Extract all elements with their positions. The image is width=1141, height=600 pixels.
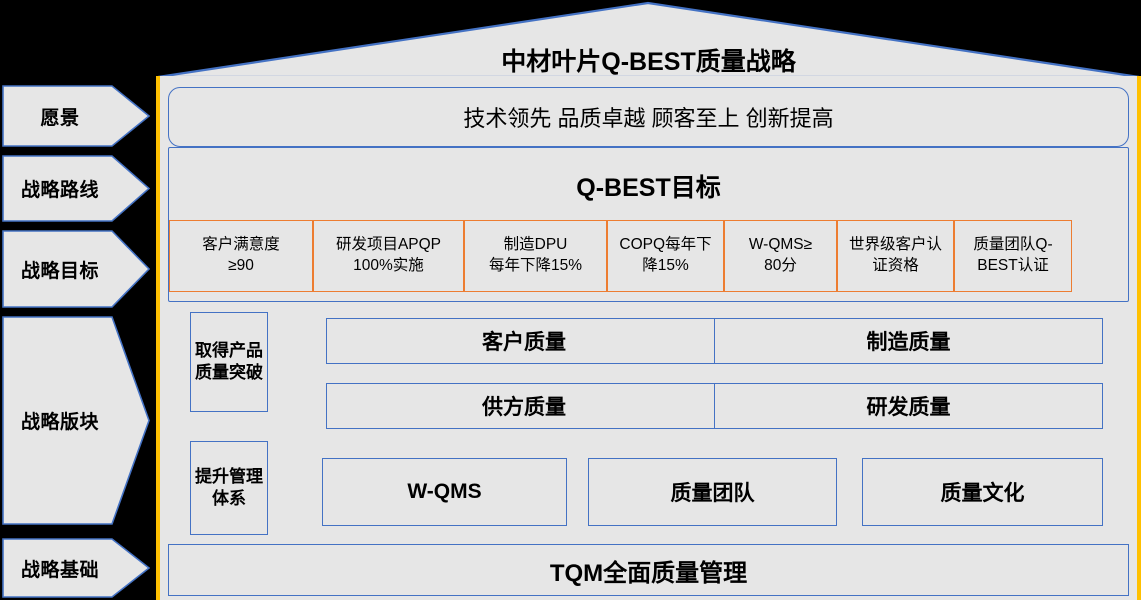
rail-arrow-shape bbox=[2, 155, 150, 222]
block-customer-quality-label: 客户质量 bbox=[482, 331, 566, 354]
goal-cell[interactable]: 质量团队Q-BEST认证 bbox=[954, 220, 1072, 292]
goal-cell-label: 质量团队Q-BEST认证 bbox=[973, 236, 1053, 274]
block-rnd-quality-label: 研发质量 bbox=[866, 396, 951, 419]
block-w-qms[interactable]: W-QMS bbox=[322, 458, 567, 526]
rail-arrow-5[interactable]: 战略基础 bbox=[2, 538, 150, 598]
block-quality-team-label: 质量团队 bbox=[670, 482, 755, 505]
block-customer-quality[interactable]: 客户质量 bbox=[326, 318, 722, 364]
rail-arrow-label: 愿景 bbox=[40, 107, 80, 129]
goals-heading: Q-BEST目标 bbox=[576, 174, 721, 202]
block-quality-culture[interactable]: 质量文化 bbox=[862, 458, 1103, 526]
rail-arrow-label: 战略版块 bbox=[20, 412, 99, 433]
rail-arrow-shape bbox=[2, 316, 150, 525]
rail-arrow-label: 战略目标 bbox=[20, 260, 99, 282]
block-w-qms-label: W-QMS bbox=[407, 480, 482, 503]
rail-arrow-shape bbox=[2, 230, 150, 308]
block-supplier-quality[interactable]: 供方质量 bbox=[326, 383, 722, 429]
goal-cell-label: 世界级客户认证资格 bbox=[848, 236, 942, 274]
vision-band: 技术领先 品质卓越 顾客至上 创新提高 bbox=[168, 87, 1129, 147]
rail-arrow-label: 战略路线 bbox=[20, 180, 99, 201]
foundation-bar: TQM全面质量管理 bbox=[168, 544, 1129, 596]
rail-arrow-shape bbox=[2, 538, 150, 598]
goal-cell[interactable]: 世界级客户认证资格 bbox=[837, 220, 954, 292]
rail-arrow-shape bbox=[2, 85, 150, 147]
block-rnd-quality[interactable]: 研发质量 bbox=[714, 383, 1103, 429]
goal-cell-label: 客户满意度≥90 bbox=[202, 236, 280, 274]
rail-arrow-2[interactable]: 战略路线 bbox=[2, 155, 150, 222]
goal-cell-label: COPQ每年下降15% bbox=[619, 236, 712, 274]
block-management-upgrade[interactable]: 提升管理体系 bbox=[190, 441, 268, 535]
goal-cell[interactable]: COPQ每年下降15% bbox=[607, 220, 724, 292]
goal-cell-label: W-QMS≥80分 bbox=[748, 236, 813, 274]
block-product-breakthrough[interactable]: 取得产品质量突破 bbox=[190, 312, 268, 412]
block-management-upgrade-label: 提升管理体系 bbox=[195, 466, 263, 508]
block-quality-team[interactable]: 质量团队 bbox=[588, 458, 837, 526]
page-title: 中材叶片Q-BEST质量战略 bbox=[501, 48, 796, 76]
goal-cell[interactable]: W-QMS≥80分 bbox=[724, 220, 837, 292]
rail-arrow-3[interactable]: 战略目标 bbox=[2, 230, 150, 308]
house-frame: 技术领先 品质卓越 顾客至上 创新提高 Q-BEST目标 客户满意度≥90 研发项… bbox=[156, 76, 1141, 600]
block-product-breakthrough-label: 取得产品质量突破 bbox=[195, 340, 263, 382]
block-manufacturing-quality[interactable]: 制造质量 bbox=[714, 318, 1103, 364]
goal-cell[interactable]: 客户满意度≥90 bbox=[169, 220, 313, 292]
block-manufacturing-quality-label: 制造质量 bbox=[866, 331, 951, 354]
rail-arrow-4[interactable]: 战略版块 bbox=[2, 316, 150, 525]
rail-arrow-1[interactable]: 愿景 bbox=[2, 85, 150, 147]
block-supplier-quality-label: 供方质量 bbox=[482, 396, 566, 419]
block-quality-culture-label: 质量文化 bbox=[940, 482, 1025, 505]
rail-arrow-label: 战略基础 bbox=[20, 559, 99, 581]
